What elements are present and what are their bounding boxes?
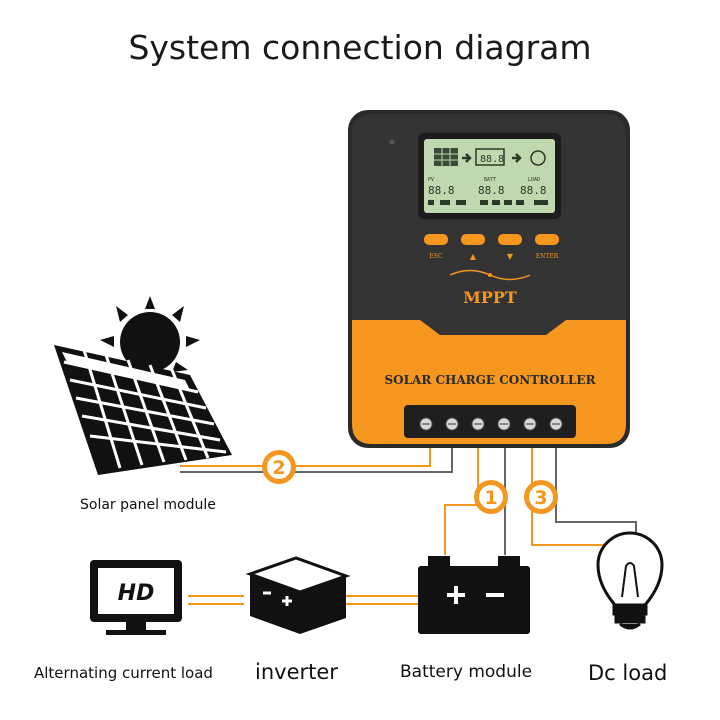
down-button[interactable] xyxy=(498,234,522,245)
svg-text:2: 2 xyxy=(272,457,285,479)
wires xyxy=(180,440,637,605)
lcd-status-icons xyxy=(428,200,548,205)
wire-battery-orange xyxy=(444,440,479,555)
connection-number-1: 1 xyxy=(474,480,508,514)
ac-load-label: Alternating current load xyxy=(34,664,213,682)
down-button-label: ▼ xyxy=(507,252,514,261)
monitor-icon: HD xyxy=(90,560,182,635)
connection-number-3: 3 xyxy=(524,480,558,514)
svg-text:3: 3 xyxy=(534,487,547,509)
lcd-batt-label: BATT xyxy=(484,177,496,183)
sun-icon xyxy=(120,312,180,372)
solar-panel-icon xyxy=(54,296,232,475)
enter-button[interactable] xyxy=(535,234,559,245)
connection-number-2: 2 xyxy=(262,450,296,484)
lcd-battery-icon xyxy=(475,148,505,166)
battery-label: Battery module xyxy=(400,662,533,682)
lcd-digits-batt: 88.8 xyxy=(478,184,505,197)
hd-text: HD xyxy=(118,581,155,606)
esc-button-label: ESC xyxy=(429,253,442,260)
bulb-icon xyxy=(596,531,664,630)
lcd-solar-icon xyxy=(434,148,458,166)
enter-button-label: ENTER xyxy=(536,253,559,260)
wire-load-grey xyxy=(555,440,637,533)
lcd-pv-label: PV xyxy=(428,177,434,183)
battery-icon xyxy=(418,556,530,634)
dc-load-label: Dc load xyxy=(588,661,668,685)
charge-controller: 88.8 PV BATT LOAD 88.8 88.8 88.8 ESC ▲ ▼… xyxy=(348,110,630,448)
mppt-brand-text: MPPT xyxy=(463,288,517,307)
lcd-bulb-icon xyxy=(530,150,546,166)
inverter-icon xyxy=(245,556,351,634)
diagram-title: System connection diagram xyxy=(128,28,592,67)
svg-text:1: 1 xyxy=(484,487,497,509)
up-button-label: ▲ xyxy=(470,252,477,261)
controller-product-text: SOLAR CHARGE CONTROLLER xyxy=(384,373,596,387)
lcd-digits-pv: 88.8 xyxy=(428,184,455,197)
lcd-digits-load: 88.8 xyxy=(520,184,547,197)
inverter-label: inverter xyxy=(255,660,338,684)
solar-panel-label: Solar panel module xyxy=(80,497,216,513)
up-button[interactable] xyxy=(461,234,485,245)
controller-buttons: ESC ▲ ▼ ENTER xyxy=(424,234,559,261)
lcd-load-label: LOAD xyxy=(528,177,540,183)
esc-button[interactable] xyxy=(424,234,448,245)
lcd-digits-batt-top: 88.8 xyxy=(480,154,504,165)
